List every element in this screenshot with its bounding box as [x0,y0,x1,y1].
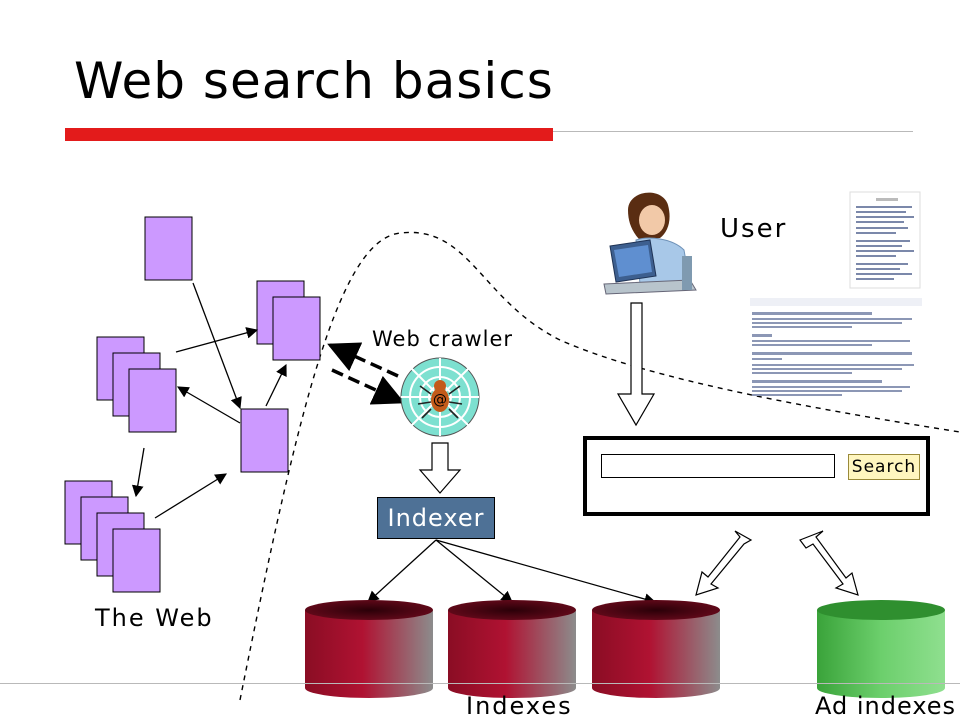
link-arrow [265,363,287,407]
indexer-output-arrow [435,539,513,603]
link-arrow [154,473,227,519]
user-query-arrow [616,302,656,427]
svg-text:@: @ [433,392,447,408]
search-results-thumbnail [750,191,922,396]
indexer-output-arrow [367,539,437,603]
search-button[interactable]: Search [848,454,920,480]
indexes-label: Indexes [466,692,573,720]
title-rule [553,131,913,132]
indexer-box: Indexer [377,497,495,539]
web-page [128,368,177,433]
ad-indexes-label: Ad indexes [815,692,957,720]
indexer-output-arrow [435,539,657,605]
web-page [240,408,289,473]
web-crawler-label: Web crawler [372,327,514,351]
web-page [144,216,193,281]
web-boundary-curve [239,231,960,701]
search-input[interactable] [601,454,835,478]
crawler-to-indexer-arrow [418,442,462,494]
the-web-label: The Web [95,604,214,632]
link-arrow [175,327,259,353]
footer-rule [0,683,960,684]
link-arrow [192,282,242,410]
search-ad-index-double-arrow [799,530,859,596]
link-arrow [176,386,241,424]
crawler-fetch-arrow [327,342,399,378]
web-page [112,528,161,593]
slide-title: Web search basics [74,52,554,110]
search-panel: Search [583,436,930,516]
web-page [272,296,321,361]
crawler-fetch-arrow [331,368,405,405]
user-label: User [720,214,788,244]
link-arrow [131,447,145,498]
search-index-double-arrow [695,530,753,596]
title-accent-bar [65,128,553,141]
spider-web-icon: @ [400,357,480,437]
user-at-computer-icon [600,183,713,298]
